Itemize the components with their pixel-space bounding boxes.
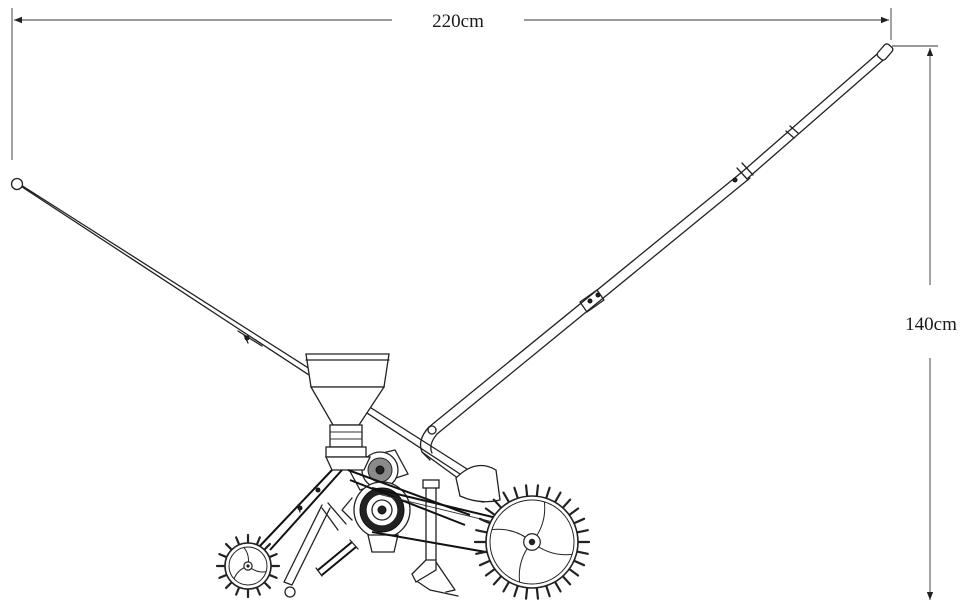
left-handle bbox=[10, 177, 490, 503]
front-wheel bbox=[215, 533, 281, 599]
right-handle bbox=[419, 43, 894, 488]
height-label: 140cm bbox=[905, 314, 957, 335]
furrow-opener bbox=[411, 479, 459, 597]
height-dimension: 140cm bbox=[892, 45, 957, 600]
width-dimension: 220cm bbox=[11, 8, 892, 160]
rear-drive-wheel bbox=[473, 484, 591, 600]
depth-wheel bbox=[455, 464, 501, 503]
width-label: 220cm bbox=[432, 11, 484, 32]
seed-hopper bbox=[305, 353, 390, 458]
